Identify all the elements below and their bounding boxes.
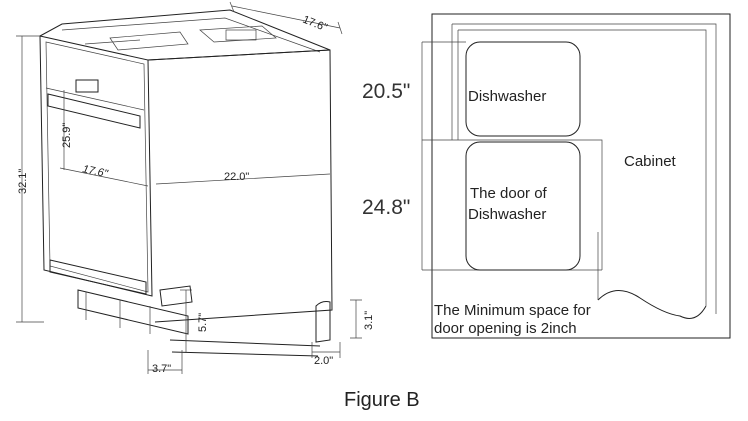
dishwasher-drawing (39, 9, 333, 357)
dim-height-total: 32.1" (17, 169, 29, 194)
dim-width-front: 17.6" (81, 163, 109, 180)
label-dishwasher: Dishwasher (468, 88, 546, 105)
label-door-line1: The door of (470, 185, 548, 202)
note-line2: door opening is 2inch (434, 320, 577, 337)
dimension-lines (16, 1, 362, 374)
dim-depth-top: 17.6" (301, 14, 329, 35)
side-view-schematic (421, 13, 731, 339)
dim-height-panel: 25.9" (61, 123, 73, 148)
dim-foot-height: 3.1" (363, 311, 375, 330)
note-line1: The Minimum space for (434, 302, 591, 319)
dim-depth-side: 22.0" (224, 171, 249, 183)
side-top-height: 20.5" (362, 80, 410, 103)
label-door-line2: Dishwasher (468, 206, 546, 223)
label-cabinet: Cabinet (624, 153, 677, 170)
dim-foot-depth: 2.0" (314, 355, 333, 367)
dim-kick-height: 5.7" (197, 313, 209, 332)
side-door-height: 24.8" (362, 196, 410, 219)
dim-kick-depth: 3.7" (152, 363, 171, 375)
figure-caption: Figure B (344, 389, 420, 411)
